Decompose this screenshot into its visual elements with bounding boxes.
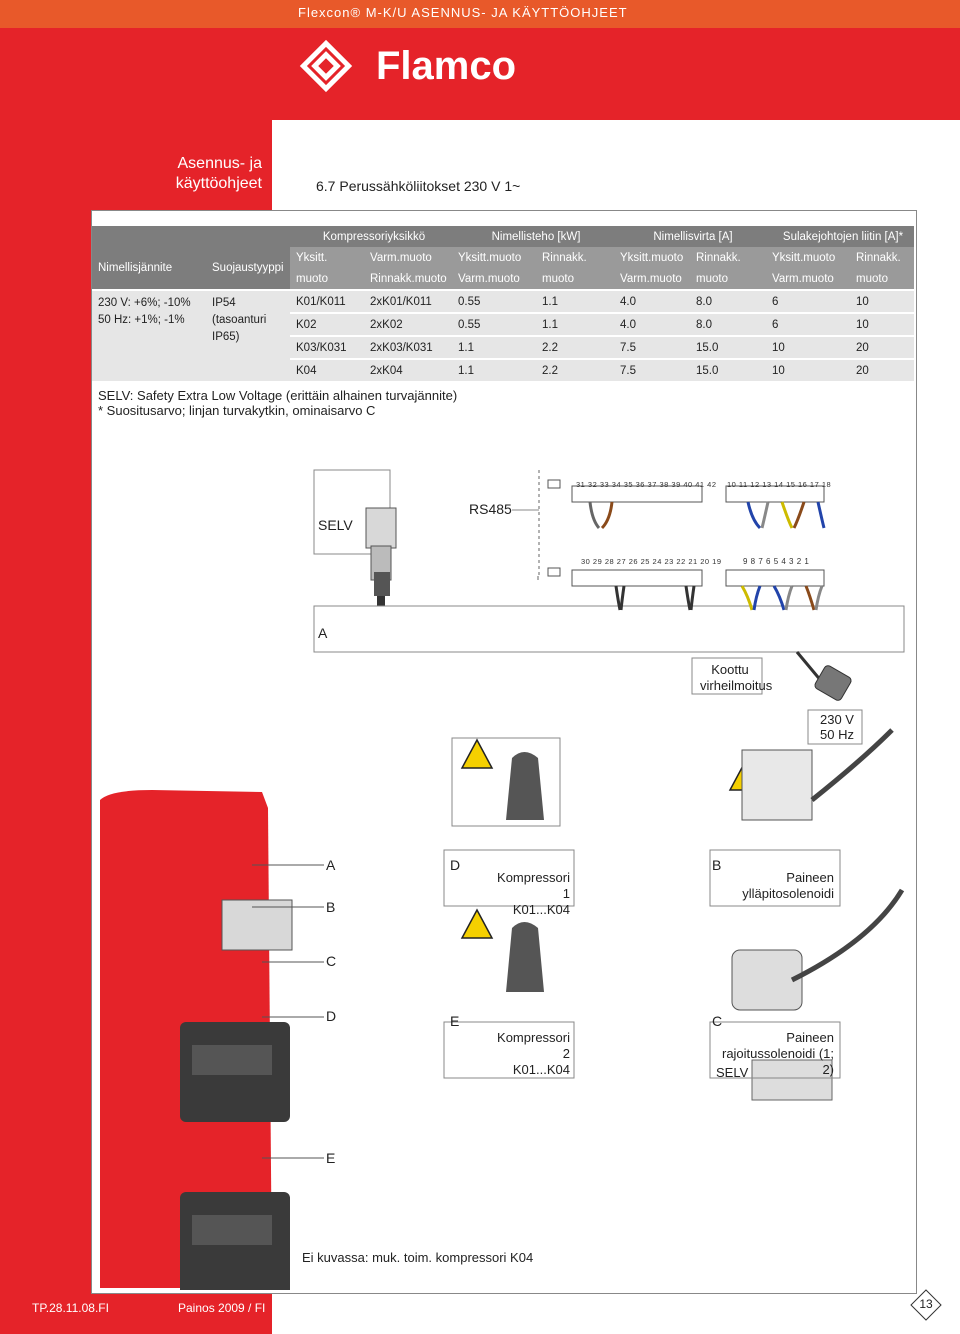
table-subheader-1: Nimellisjännite Suojaustyyppi Yksitt. Va… (92, 247, 914, 289)
brand-name: Flamco (376, 44, 517, 88)
side-title-line1: Asennus- ja (177, 155, 263, 172)
b-label: B (712, 857, 722, 873)
footer-code: TP.28.11.08.FI (32, 1301, 109, 1315)
label-a: A (318, 625, 328, 641)
terminals-top-a: 31 32 33 34 35 36 37 38 39 40 41 42 (576, 480, 717, 489)
compressor-1-label: Kompressori 1 K01...K04 (497, 870, 570, 917)
rs485-label: RS485 (469, 501, 512, 517)
tank-label-a: A (326, 857, 336, 873)
selv-label: SELV (318, 517, 353, 533)
compressor-2-label: Kompressori 2 K01...K04 (497, 1030, 570, 1077)
flamco-logo-icon (299, 39, 353, 93)
tank-label-d: D (326, 1008, 337, 1024)
side-title-line2: käyttöohjeet (175, 175, 262, 192)
fault-label: Koottu virheilmoitus (700, 662, 773, 693)
table-subheader-2: muoto Rinnakk.muoto Varm.muoto muoto Var… (92, 268, 914, 289)
table-row: 230 V: +6%; -10% 50 Hz: +1%; -1% IP54 (t… (92, 291, 914, 381)
tank-label-e: E (326, 1150, 336, 1166)
note-selv: SELV: Safety Extra Low Voltage (erittäin… (98, 388, 458, 403)
group-compressor: Kompressoriyksikkö (290, 226, 452, 247)
logo-banner (272, 28, 960, 120)
section-title: 6.7 Perussähköliitokset 230 V 1~ (316, 178, 521, 194)
c-label: C (712, 1013, 723, 1029)
top-bar: Flexcon® M-K/U ASENNUS- JA KÄYTTÖOHJEET (0, 0, 960, 28)
terminals-top-b: 10 11 12 13 14 15 16 17 18 (727, 480, 832, 489)
terminals-bottom-b: 9 8 7 6 5 4 3 2 1 (743, 557, 810, 566)
col-protection: Suojaustyyppi (206, 247, 290, 289)
side-title: Asennus- ja käyttöohjeet (140, 154, 262, 194)
note-recommendation: * Suositusarvo; linjan turvakytkin, omin… (98, 403, 376, 418)
page-number: 13 (919, 1297, 933, 1311)
tank-label-c: C (326, 953, 337, 969)
e-label: E (450, 1013, 460, 1029)
a-panel (313, 605, 905, 653)
terminals-bottom-a: 30 29 28 27 26 25 24 23 22 21 20 19 (581, 557, 722, 566)
solenoid-1-label: Paineen ylläpitosolenoidi (742, 870, 834, 901)
group-fuse: Sulakejohtojen liitin [A]* (766, 226, 914, 247)
wiring-diagram (100, 469, 905, 1290)
power-label: 230 V 50 Hz (820, 712, 854, 742)
group-power: Nimellisteho [kW] (452, 226, 614, 247)
page-number-badge (910, 1289, 942, 1321)
selv-label-2: SELV (716, 1065, 749, 1080)
product-line: Flexcon® M-K/U ASENNUS- JA KÄYTTÖOHJEET (298, 5, 628, 20)
diagram-footnote: Ei kuvassa: muk. toim. kompressori K04 (302, 1250, 534, 1265)
spec-table: Kompressoriyksikkö Nimellisteho [kW] Nim… (92, 226, 914, 381)
group-current: Nimellisvirta [A] (614, 226, 766, 247)
notes: SELV: Safety Extra Low Voltage (erittäin… (98, 388, 457, 418)
tank-label-b: B (326, 899, 336, 915)
solenoid-2-label: Paineen rajoitussolenoidi (1; 2) (721, 1030, 834, 1077)
col-voltage: Nimellisjännite (92, 247, 206, 289)
table-group-header: Kompressoriyksikkö Nimellisteho [kW] Nim… (92, 226, 914, 247)
footer-edition: Painos 2009 / FI (178, 1301, 266, 1315)
d-label: D (450, 857, 461, 873)
